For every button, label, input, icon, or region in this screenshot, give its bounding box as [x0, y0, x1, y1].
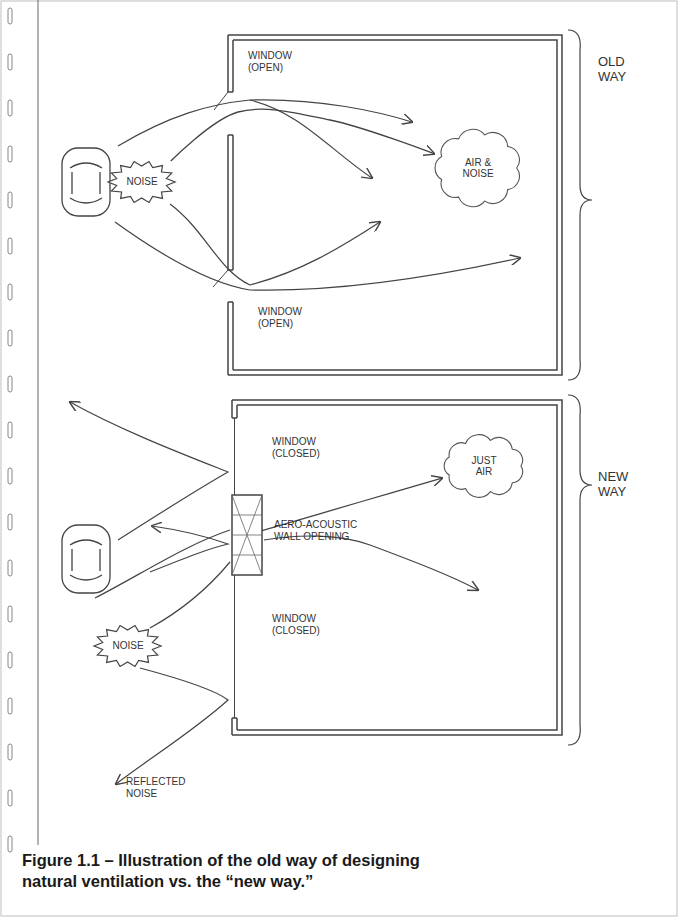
- lane-dash: [8, 54, 12, 70]
- noise-burst: NOISE: [108, 161, 175, 203]
- road-edge: [38, 0, 39, 845]
- baffle-line: [232, 555, 262, 556]
- reflected-arrow: [150, 526, 228, 572]
- lane-dash: [8, 8, 12, 24]
- brace: [568, 30, 592, 380]
- old-room-walls: [213, 30, 592, 380]
- open-sash: [213, 92, 228, 287]
- flow-connector: [171, 109, 434, 161]
- wall: [232, 400, 562, 735]
- reflected-arrow: [116, 668, 228, 784]
- lane-dash: [8, 744, 12, 760]
- flow-arrow: [118, 100, 412, 146]
- lane-dash: [8, 376, 12, 392]
- lane-dash: [8, 468, 12, 484]
- sketch-label: NEW WAY: [598, 470, 642, 500]
- car-windows: [70, 163, 102, 203]
- node-text: JUST AIR: [466, 455, 502, 478]
- figure-caption: Figure 1.1 – Illustration of the old way…: [22, 850, 432, 893]
- wall: [228, 35, 562, 375]
- lane-dash: [8, 560, 12, 576]
- baffle-line: [232, 495, 262, 575]
- flow-arrow: [170, 204, 380, 285]
- sketch-label: WINDOW (OPEN): [248, 50, 302, 73]
- lane-dash: [8, 514, 12, 530]
- noise-arrows: [70, 402, 478, 784]
- node-text: NOISE: [112, 640, 143, 652]
- flow-arrow: [250, 100, 372, 178]
- node-text: AIR & NOISE: [458, 157, 498, 180]
- car-body: [62, 525, 110, 593]
- car-body: [62, 148, 110, 216]
- lane-dash: [8, 238, 12, 254]
- cloud-shape: [435, 129, 519, 206]
- aero-acoustic-opening: AERO-ACOUSTIC WALL OPENING: [232, 495, 262, 575]
- sketch-label: WINDOW (OPEN): [258, 306, 312, 329]
- sketch-label: WINDOW (CLOSED): [272, 436, 328, 459]
- lane-dash: [8, 330, 12, 346]
- brace: [568, 395, 592, 745]
- car-windows: [70, 540, 102, 580]
- sketch-label: WINDOW (CLOSED): [272, 613, 328, 636]
- cloud-shape: [444, 435, 522, 498]
- air-cloud: JUST AIR: [442, 435, 526, 497]
- flow-arrow: [115, 222, 520, 290]
- car-top-view: [62, 148, 110, 216]
- sketch-label: REFLECTED NOISE: [126, 776, 196, 799]
- lane-dash: [8, 192, 12, 208]
- air-cloud: AIR & NOISE: [434, 128, 522, 208]
- burst-shape: [108, 162, 175, 203]
- air-arrow: [264, 536, 478, 590]
- new-room-walls: [232, 395, 592, 745]
- sketch-label: OLD WAY: [598, 55, 642, 85]
- baffle-line: [232, 515, 262, 516]
- flow-arrow: [95, 530, 230, 598]
- lane-dash: [8, 836, 12, 852]
- lane-dash: [8, 284, 12, 300]
- lane-dashes: [8, 8, 12, 852]
- baffle-line: [232, 535, 262, 536]
- left-wall: [228, 35, 233, 375]
- road: [38, 0, 39, 845]
- burst-shape: [94, 626, 161, 667]
- lane-dash: [8, 100, 12, 116]
- flow-arrow: [150, 562, 230, 628]
- box-outline: [232, 495, 262, 575]
- lane-dash: [8, 422, 12, 438]
- lane-dash: [8, 606, 12, 622]
- lane-dash: [8, 652, 12, 668]
- node-text: AERO-ACOUSTIC WALL OPENING: [274, 519, 370, 542]
- node-text: NOISE: [126, 176, 157, 188]
- reflected-arrow: [70, 402, 228, 540]
- lane-dash: [8, 146, 12, 162]
- noise-burst: NOISE: [94, 625, 161, 667]
- air-noise-arrows: [115, 100, 520, 290]
- car-top-view: [62, 525, 110, 593]
- lane-dash: [8, 790, 12, 806]
- opening-box: [232, 495, 262, 575]
- lane-dash: [8, 698, 12, 714]
- baffle-line: [232, 495, 262, 575]
